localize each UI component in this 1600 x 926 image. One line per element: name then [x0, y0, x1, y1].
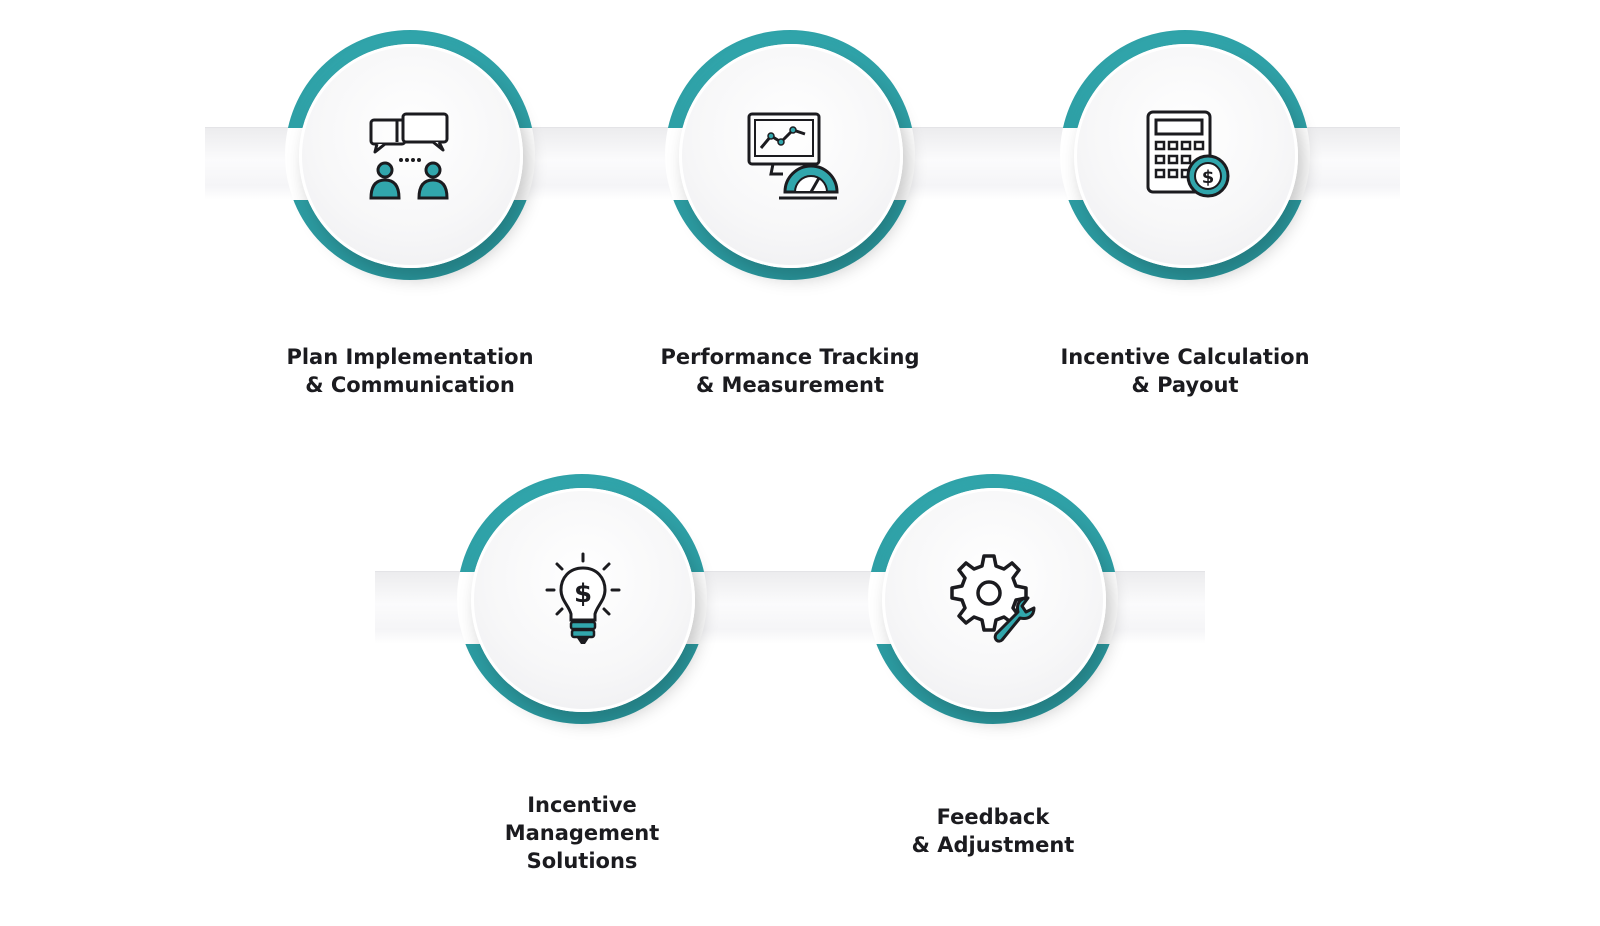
step-disc: [299, 44, 523, 268]
label-line: Management: [504, 821, 660, 845]
step-disc: $: [1074, 44, 1298, 268]
monitor-gauge-icon: [747, 112, 839, 200]
calculator-dollar-icon: $: [1146, 110, 1230, 198]
label-line: & Adjustment: [911, 833, 1075, 857]
step-node-plan-implementation: [285, 30, 535, 280]
label-line: & Measurement: [695, 373, 885, 397]
label-line: Incentive: [527, 793, 637, 817]
label-line: Solutions: [526, 849, 638, 873]
chat-people-icon: [369, 112, 449, 200]
svg-text:$: $: [1202, 167, 1215, 188]
step-disc: [882, 488, 1106, 712]
step-label-incentive-management: Incentive Management Solutions: [422, 791, 742, 875]
gear-wrench-icon: [950, 554, 1036, 643]
step-label-performance-tracking: Performance Tracking & Measurement: [630, 343, 950, 399]
step-node-performance-tracking: [665, 30, 915, 280]
label-line: & Payout: [1131, 373, 1239, 397]
label-line: & Communication: [305, 373, 515, 397]
step-node-feedback-adjustment: [868, 474, 1118, 724]
lightbulb-dollar-icon: $: [545, 552, 621, 644]
step-label-feedback-adjustment: Feedback & Adjustment: [833, 803, 1153, 859]
label-line: Plan Implementation: [286, 345, 534, 369]
step-disc: $: [471, 488, 695, 712]
step-disc: [679, 44, 903, 268]
step-label-incentive-calculation: Incentive Calculation & Payout: [1025, 343, 1345, 399]
label-line: Feedback: [936, 805, 1050, 829]
step-node-incentive-calculation: $: [1060, 30, 1310, 280]
label-line: Performance Tracking: [660, 345, 920, 369]
label-line: Incentive Calculation: [1060, 345, 1310, 369]
step-label-plan-implementation: Plan Implementation & Communication: [250, 343, 570, 399]
svg-text:$: $: [574, 579, 592, 609]
step-node-incentive-management: $: [457, 474, 707, 724]
